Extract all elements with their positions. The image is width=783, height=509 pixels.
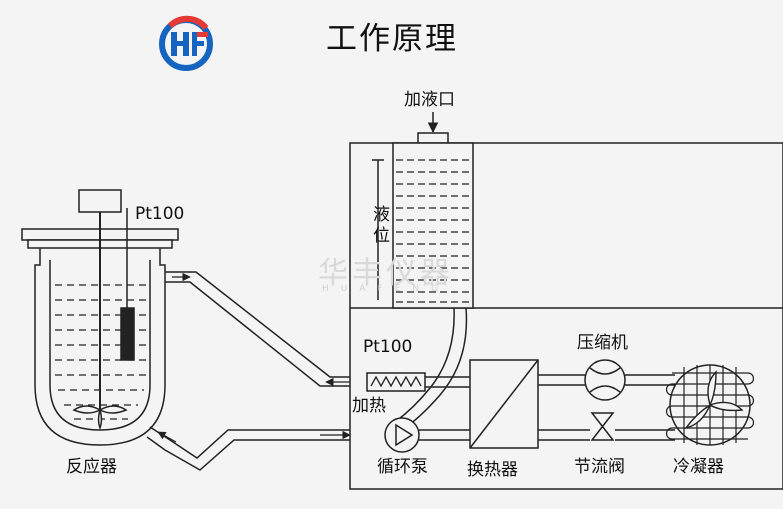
circulation-pump — [384, 417, 470, 453]
condenser — [665, 364, 755, 446]
pt100-reactor-label: Pt100 — [135, 204, 185, 224]
hf-logo-icon — [159, 15, 213, 71]
impeller — [72, 405, 128, 431]
watermark-sub: HUAFENG — [322, 284, 451, 294]
fill-port — [417, 132, 449, 143]
compressor — [584, 359, 626, 401]
fill-port-label: 加液口 — [404, 90, 455, 110]
reservoir-tank — [372, 112, 474, 431]
refrigeration-loop — [538, 374, 675, 441]
heater — [366, 372, 470, 392]
reactor — [21, 189, 179, 446]
pt100-reactor-probe — [120, 307, 135, 361]
throttle-valve — [590, 412, 615, 441]
compressor-label: 压缩机 — [577, 333, 628, 353]
reactor-label: 反应器 — [66, 457, 117, 477]
stirrer-motor — [78, 189, 122, 213]
watermark: 华丰仪器 — [318, 256, 454, 291]
heater-label: 加热 — [352, 396, 386, 416]
heat-exchanger-label: 换热器 — [467, 460, 518, 480]
pt100-heater-label: Pt100 — [363, 337, 413, 357]
reactor-jacket — [34, 248, 166, 446]
condenser-label: 冷凝器 — [673, 457, 724, 477]
heat-exchanger — [469, 359, 539, 449]
piping — [146, 271, 351, 471]
level-label: 液位 — [369, 205, 389, 247]
diagram-title: 工作原理 — [326, 21, 458, 57]
throttle-label: 节流阀 — [574, 457, 625, 477]
pump-label: 循环泵 — [377, 457, 428, 477]
